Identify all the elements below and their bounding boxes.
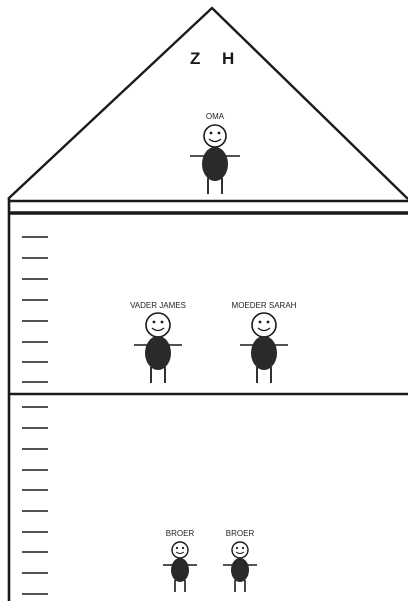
person-smile <box>208 138 222 143</box>
person-head <box>145 312 171 338</box>
roof-initial-z: Z <box>190 49 201 68</box>
person-head <box>203 124 227 148</box>
person-label: OMA <box>206 112 225 121</box>
person-smile <box>175 551 185 554</box>
person-moeder-sarah: MOEDER SARAH <box>232 301 297 383</box>
house-walls <box>7 199 408 601</box>
roof-initial-h: H <box>222 49 235 68</box>
person-body <box>202 147 228 181</box>
person-eye <box>241 546 245 550</box>
person-label: VADER JAMES <box>130 301 186 310</box>
person-vader-james: VADER JAMES <box>130 301 186 383</box>
person-label: MOEDER SARAH <box>232 301 297 310</box>
roof-outline <box>7 6 408 200</box>
person-eye <box>175 546 179 550</box>
person-eye <box>217 131 221 135</box>
person-body <box>145 336 171 370</box>
person-broer-2: BROER <box>223 529 257 592</box>
person-eye <box>266 320 270 324</box>
person-head <box>231 541 249 559</box>
person-broer-1: BROER <box>163 529 197 592</box>
person-eye <box>160 320 164 324</box>
person-head <box>171 541 189 559</box>
staircase <box>22 236 48 595</box>
person-smile <box>151 327 165 332</box>
person-eye <box>235 546 239 550</box>
roof: Z H <box>7 6 408 200</box>
person-smile <box>235 551 245 554</box>
person-body <box>231 558 249 582</box>
person-oma: OMA <box>190 112 240 194</box>
person-smile <box>257 327 271 332</box>
person-label: BROER <box>226 529 255 538</box>
person-eye <box>152 320 156 324</box>
person-eye <box>181 546 185 550</box>
person-body <box>171 558 189 582</box>
person-body <box>251 336 277 370</box>
person-eye <box>258 320 262 324</box>
person-eye <box>209 131 213 135</box>
person-label: BROER <box>166 529 195 538</box>
person-head <box>251 312 277 338</box>
